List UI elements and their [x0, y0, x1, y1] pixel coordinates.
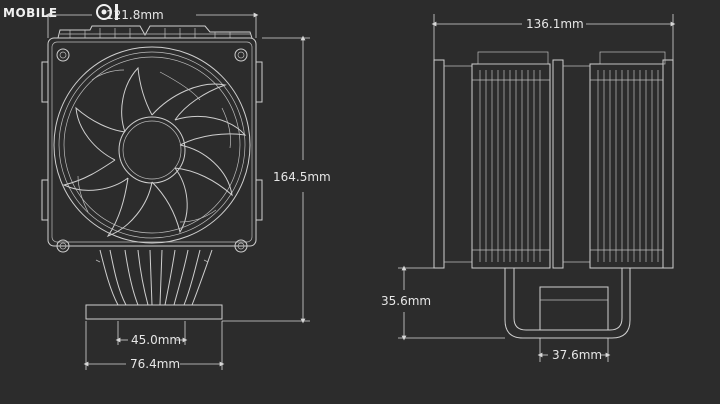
front-view: 121.8mm 164.5mm 45.0mm 76.4mm	[41, 8, 331, 371]
front-fan-rings	[53, 46, 251, 244]
watermark-text: MOBILE	[3, 6, 58, 20]
front-inner-base-label: 45.0mm	[131, 333, 181, 347]
side-clearance-dimension: 35.6mm	[381, 265, 505, 341]
front-outer-base-label: 76.4mm	[130, 357, 180, 371]
side-heatpipes	[504, 268, 631, 339]
side-tower-left	[471, 51, 551, 269]
front-fin-top	[57, 25, 253, 39]
side-base-label: 37.6mm	[552, 348, 602, 362]
side-width-dimension: 136.1mm	[431, 14, 676, 60]
side-clearance-label: 35.6mm	[381, 294, 431, 308]
side-base-dimension: 37.6mm	[537, 338, 611, 362]
side-tower-right	[589, 51, 666, 269]
front-inner-base-dimension: 45.0mm	[115, 321, 188, 347]
front-fan-frame	[41, 37, 263, 253]
side-fans	[433, 59, 674, 269]
front-fan-blades	[62, 66, 247, 237]
watermark: MOBILE 01	[3, 4, 118, 20]
side-view: 136.1mm 35.6mm 37.6mm	[381, 14, 676, 362]
front-outer-base-dimension: 76.4mm	[83, 321, 225, 371]
front-width-dimension: 121.8mm	[45, 8, 259, 38]
front-height-dimension: 164.5mm	[222, 35, 331, 324]
front-height-label: 164.5mm	[273, 170, 331, 184]
watermark-logo: 01	[96, 4, 118, 20]
side-base-block	[539, 286, 609, 331]
side-width-label: 136.1mm	[526, 17, 584, 31]
front-fan-hub	[118, 116, 186, 184]
front-width-label: 121.8mm	[106, 8, 164, 22]
front-heatpipes	[85, 249, 223, 320]
